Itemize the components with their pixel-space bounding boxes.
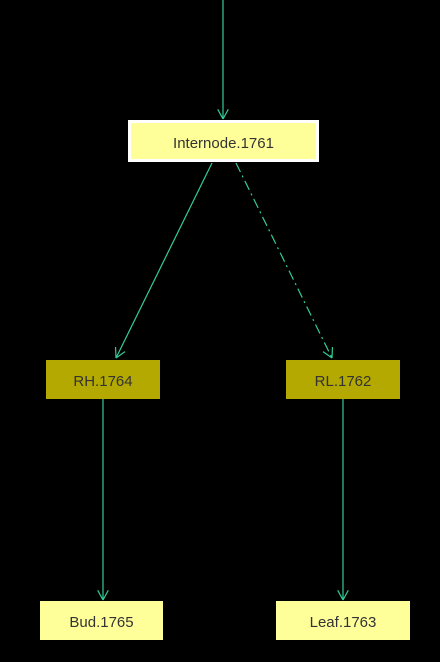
arrowhead-icon [97, 590, 104, 601]
edge-line [115, 162, 213, 359]
node-rh[interactable]: RH.1764 [46, 360, 160, 399]
node-internode[interactable]: Internode.1761 [128, 120, 319, 162]
node-rh-label: RH.1764 [73, 373, 133, 390]
node-leaf-label: Leaf.1763 [309, 614, 377, 631]
edge-rh-bud [97, 399, 109, 601]
arrowhead-icon [102, 590, 109, 601]
edge-internode-rl [235, 162, 334, 359]
edge-internode-rh [114, 162, 213, 359]
node-rl[interactable]: RL.1762 [286, 360, 400, 399]
node-rl-label: RL.1762 [314, 373, 372, 390]
edge-line [235, 162, 333, 359]
edges-layer [97, 0, 349, 601]
edge-rl-leaf [337, 399, 349, 601]
arrowhead-icon [337, 590, 344, 601]
node-internode-label: Internode.1761 [173, 134, 274, 152]
node-leaf[interactable]: Leaf.1763 [276, 601, 410, 640]
arrowhead-icon [322, 351, 333, 359]
arrowhead-icon [222, 109, 229, 120]
arrowhead-icon [115, 351, 126, 359]
node-bud-label: Bud.1765 [69, 614, 134, 631]
arrowhead-icon [342, 590, 349, 601]
arrowhead-icon [217, 109, 224, 120]
node-bud[interactable]: Bud.1765 [40, 601, 163, 640]
edge-parent-internode [217, 0, 229, 120]
